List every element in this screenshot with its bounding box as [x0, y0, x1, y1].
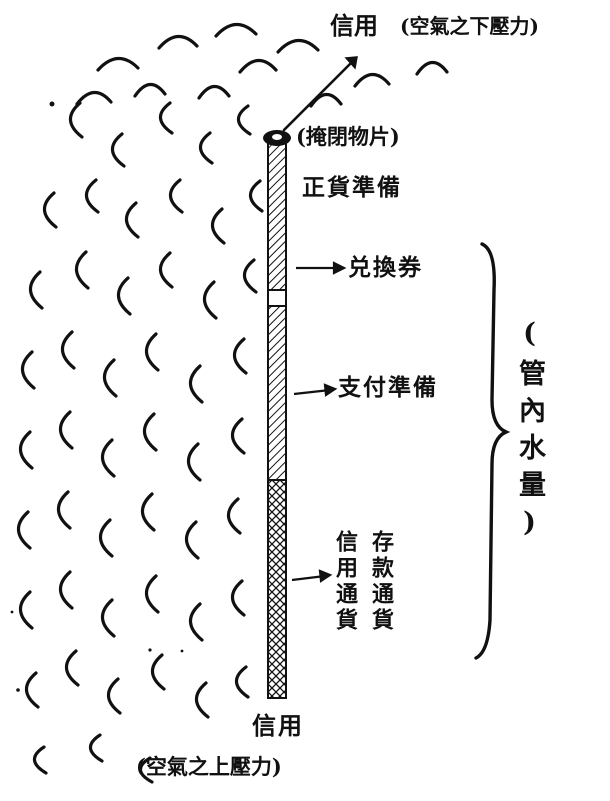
- pipe: [267, 139, 287, 699]
- cloud-arc: [197, 84, 231, 100]
- cloud-arc: [32, 745, 48, 775]
- cloud-arc: [140, 492, 156, 532]
- pointer-arrow-notes: [296, 261, 347, 275]
- cloud-arc: [18, 430, 34, 470]
- cloud-arc: [60, 330, 76, 370]
- bottom-credit-label: 信用: [252, 711, 304, 740]
- cloud-arc: [28, 270, 44, 310]
- cloud-arc: [210, 207, 226, 245]
- cloud-arc: [18, 590, 34, 630]
- cloud-arc: [88, 733, 104, 763]
- cloud-arc: [194, 681, 210, 719]
- pointer-arrow-payment: [293, 383, 338, 397]
- cloud-arc: [248, 179, 264, 213]
- cloud-arc: [232, 337, 248, 375]
- cloud-arc: [144, 332, 160, 372]
- cloud-arc: [20, 350, 36, 390]
- pipe-lower-crosshatched: [267, 479, 287, 699]
- pipe-water-label: (管內水量): [514, 318, 545, 548]
- cloud-arc: [42, 191, 58, 229]
- cloud-arc: [64, 649, 80, 687]
- pipe-middle-hatched: [267, 305, 287, 481]
- cloud-arc: [106, 677, 122, 715]
- cloud-arc: [150, 653, 166, 691]
- cloud-arc: [100, 438, 116, 478]
- cloud-arc: [186, 442, 202, 482]
- cloud-arc: [202, 280, 218, 320]
- convertible-notes-label: 兑換券: [348, 254, 423, 281]
- cloud-arc: [16, 510, 32, 550]
- cloud-arc: [214, 22, 258, 38]
- cloud-arc: [133, 82, 167, 98]
- cloud-arc: [198, 131, 214, 165]
- cloud-arc: [138, 756, 154, 784]
- cloud-arc: [353, 72, 391, 88]
- cloud-arc: [236, 104, 252, 136]
- cloud-arc: [158, 251, 174, 289]
- cloud-arc: [188, 602, 204, 642]
- specie-reserve-label: 正貨準備: [302, 174, 402, 201]
- cloud-arc: [230, 579, 246, 617]
- cloud-arc: [124, 201, 140, 239]
- cloud-arc: [75, 90, 113, 106]
- cloud-arc: [144, 574, 160, 614]
- cloud-arc: [415, 60, 449, 76]
- cloud-arc: [100, 598, 116, 638]
- cloud-arc: [58, 570, 74, 610]
- cloud-arc: [116, 276, 132, 316]
- cloud-arc: [56, 490, 72, 530]
- pipe-gap: [267, 289, 287, 307]
- ink-specks: [10, 101, 184, 692]
- cloud-arc: [157, 34, 199, 50]
- bottom-pressure-label: (空氣之上壓力): [136, 754, 282, 779]
- cloud-arc: [58, 410, 74, 450]
- cap-label: (掩閉物片): [296, 124, 400, 149]
- cloud-arc: [184, 520, 200, 560]
- cloud-arc: [242, 258, 258, 294]
- pipe-upper-hatched: [267, 139, 287, 291]
- credit-currency-label: 信用通貨: [332, 530, 358, 634]
- cloud-arc: [234, 665, 250, 699]
- cloud-arc: [102, 358, 118, 398]
- cloud-arc: [110, 132, 126, 168]
- pointer-arrow-credit: [291, 569, 333, 583]
- cloud-arc: [188, 364, 204, 404]
- cloud-arc: [238, 58, 278, 74]
- cloud-arc: [309, 92, 343, 108]
- cloud-arc: [276, 38, 320, 54]
- deposit-currency-label: 存款通貨: [368, 530, 394, 634]
- cloud-arc: [98, 518, 114, 558]
- cloud-arc: [168, 178, 184, 214]
- cloud-arc: [142, 412, 158, 452]
- cap-disc: [263, 130, 291, 146]
- top-pressure-label: (空氣之下壓力): [400, 14, 539, 38]
- cloud-arc: [230, 417, 246, 455]
- upward-arrow: [282, 56, 358, 132]
- cloud-arc: [96, 56, 140, 72]
- top-credit-label: 信用: [330, 11, 378, 40]
- cloud-arc: [68, 101, 84, 139]
- cloud-arc: [226, 497, 242, 535]
- right-brace: [474, 242, 511, 660]
- cloud-arc: [74, 250, 90, 290]
- cloud-arc: [158, 101, 174, 135]
- payment-reserve-label: 支付準備: [338, 374, 438, 401]
- cloud-arc: [84, 178, 100, 214]
- air-cloud: [16, 22, 449, 784]
- cloud-arc: [24, 671, 40, 709]
